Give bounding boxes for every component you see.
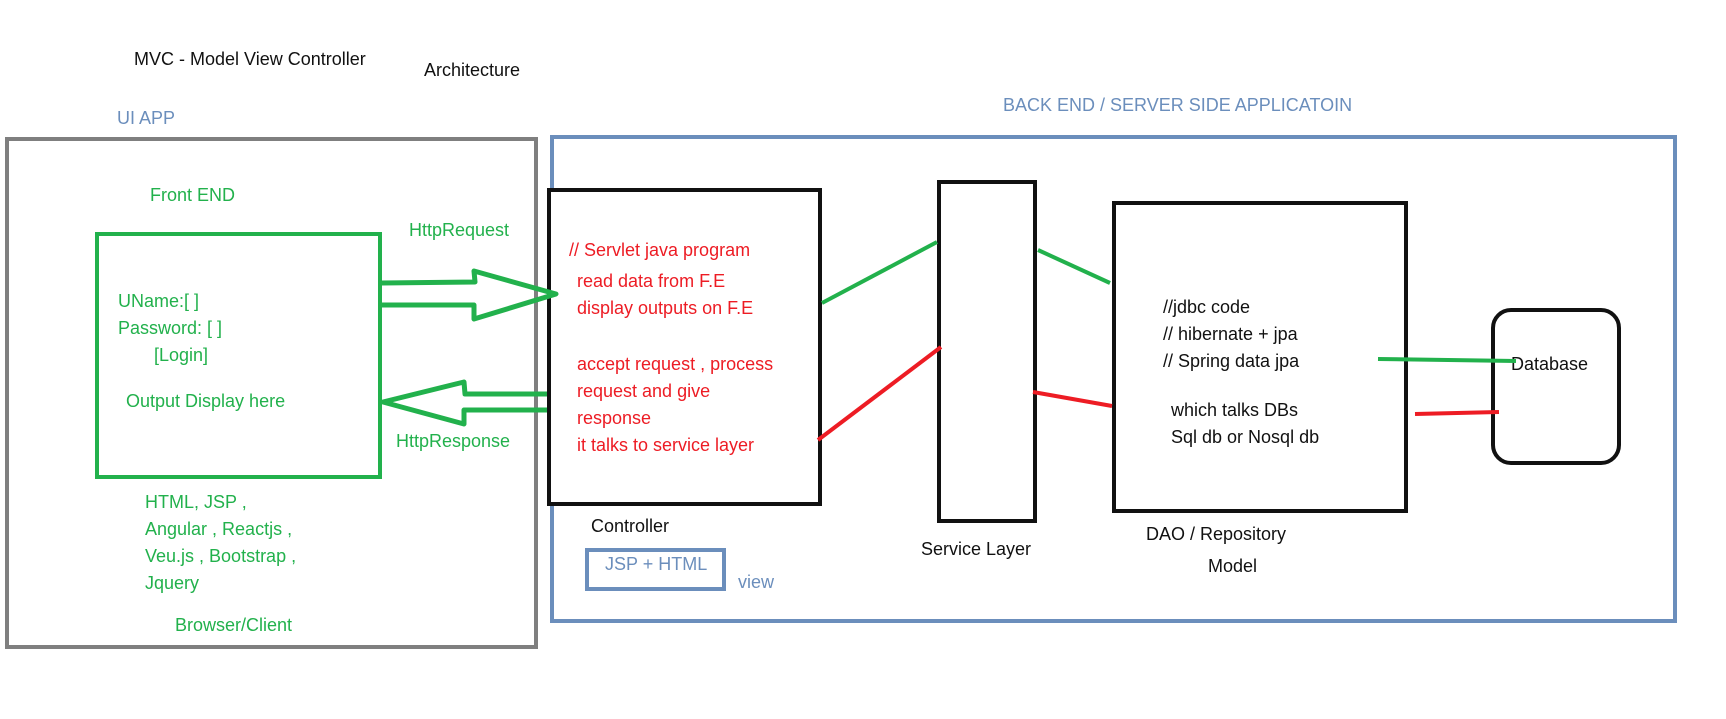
ui-app-label: UI APP: [117, 108, 176, 128]
http-response-arrow: [380, 379, 547, 427]
service-layer-label: Service Layer: [921, 539, 1032, 559]
tech-line-4: Jquery: [145, 573, 200, 593]
dao-box: [1112, 201, 1408, 513]
tech-line-1: HTML, JSP ,: [145, 492, 247, 512]
dao-text-3: // Spring data jpa: [1163, 351, 1300, 371]
back-end-label: BACK END / SERVER SIDE APPLICATOIN: [1003, 95, 1353, 115]
view-box: [585, 548, 726, 591]
diagram-subtitle: Architecture: [424, 60, 521, 80]
http-request-label: HttpRequest: [409, 220, 510, 240]
front-end-label: Front END: [150, 185, 236, 205]
controller-text-7: it talks to service layer: [577, 435, 755, 455]
controller-service-request-line: [821, 240, 938, 305]
database-box: [1491, 308, 1621, 465]
login-button: [Login]: [154, 345, 209, 365]
controller-text-5: request and give: [577, 381, 711, 401]
uname-field: UName:[ ]: [118, 291, 200, 311]
service-dao-response-line: [1032, 390, 1113, 408]
login-form-box: [95, 232, 382, 479]
database-label: Database: [1511, 354, 1589, 374]
diagram-title: MVC - Model View Controller: [134, 49, 366, 69]
view-box-text: JSP + HTML: [605, 554, 708, 574]
dao-text-1: //jdbc code: [1163, 297, 1251, 317]
browser-client-label: Browser/Client: [175, 615, 293, 635]
http-request-arrow: [381, 268, 559, 322]
controller-box: [547, 188, 822, 506]
tech-line-2: Angular , Reactjs ,: [145, 519, 293, 539]
http-response-label: HttpResponse: [396, 431, 511, 451]
dao-text-2: // hibernate + jpa: [1163, 324, 1298, 344]
view-label: view: [738, 572, 775, 592]
output-display-text: Output Display here: [126, 391, 286, 411]
dao-database-request-line: [1377, 357, 1517, 363]
dao-text-5: Sql db or Nosql db: [1171, 427, 1320, 447]
service-dao-request-line: [1037, 248, 1111, 285]
controller-service-response-line: [816, 345, 943, 442]
dao-text-4: which talks DBs: [1171, 400, 1299, 420]
password-field: Password: [ ]: [118, 318, 223, 338]
controller-text-6: response: [577, 408, 652, 428]
service-layer-box: [937, 180, 1037, 523]
controller-text-2: read data from F.E: [577, 271, 726, 291]
controller-label: Controller: [591, 516, 670, 536]
controller-text-1: // Servlet java program: [569, 240, 751, 260]
dao-label: DAO / Repository: [1146, 524, 1287, 544]
dao-database-response-line: [1414, 410, 1500, 416]
tech-line-3: Veu.js , Bootstrap ,: [145, 546, 297, 566]
controller-text-3: display outputs on F.E: [577, 298, 754, 318]
model-label: Model: [1208, 556, 1258, 576]
controller-text-4: accept request , process: [577, 354, 774, 374]
